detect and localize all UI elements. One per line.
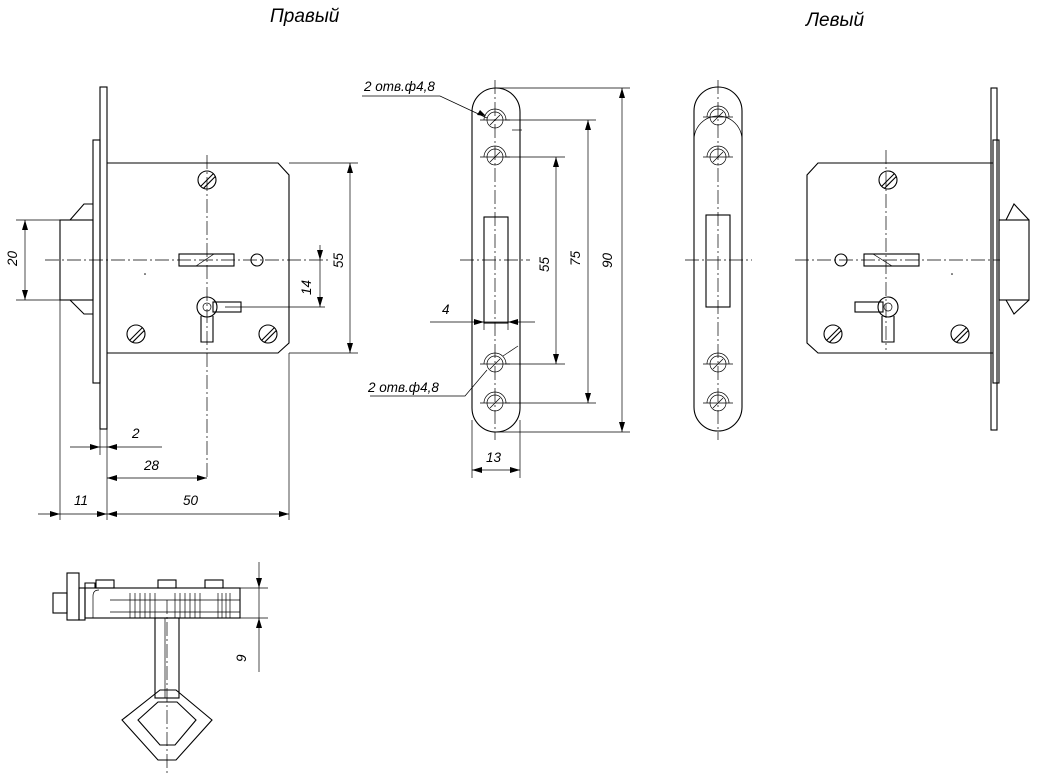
strike-plate-dimensions: 2 отв.ф4,8 2 отв.ф4,8 4 55 75 90 bbox=[362, 79, 630, 478]
strike-plate-left-view bbox=[685, 80, 752, 440]
dim-20: 20 bbox=[5, 250, 20, 267]
right-lock-front-view bbox=[45, 86, 330, 480]
right-view-title: Правый bbox=[270, 6, 340, 27]
top-view-dimensions: 9 bbox=[234, 562, 268, 672]
left-lock-front-view bbox=[795, 87, 1030, 431]
right-lock-dimensions: 20 55 14 2 28 11 50 bbox=[5, 162, 358, 520]
dim-55-body: 55 bbox=[331, 252, 346, 268]
dim-2: 2 bbox=[131, 426, 140, 441]
dim-11: 11 bbox=[74, 493, 88, 508]
holes-note-bottom: 2 отв.ф4,8 bbox=[367, 380, 439, 395]
left-view-title: Левый bbox=[804, 10, 864, 31]
dim-13: 13 bbox=[486, 450, 502, 465]
dim-4: 4 bbox=[442, 302, 450, 317]
dim-55-strike: 55 bbox=[537, 256, 552, 272]
dim-50: 50 bbox=[183, 493, 199, 508]
strike-plate-view bbox=[460, 80, 530, 440]
dim-75: 75 bbox=[568, 250, 583, 266]
dim-14: 14 bbox=[299, 280, 314, 295]
holes-note-top: 2 отв.ф4,8 bbox=[363, 79, 435, 94]
dim-28: 28 bbox=[143, 458, 160, 473]
dim-90: 90 bbox=[600, 252, 615, 268]
dim-9: 9 bbox=[234, 654, 249, 662]
lock-top-view-with-key bbox=[52, 572, 241, 775]
